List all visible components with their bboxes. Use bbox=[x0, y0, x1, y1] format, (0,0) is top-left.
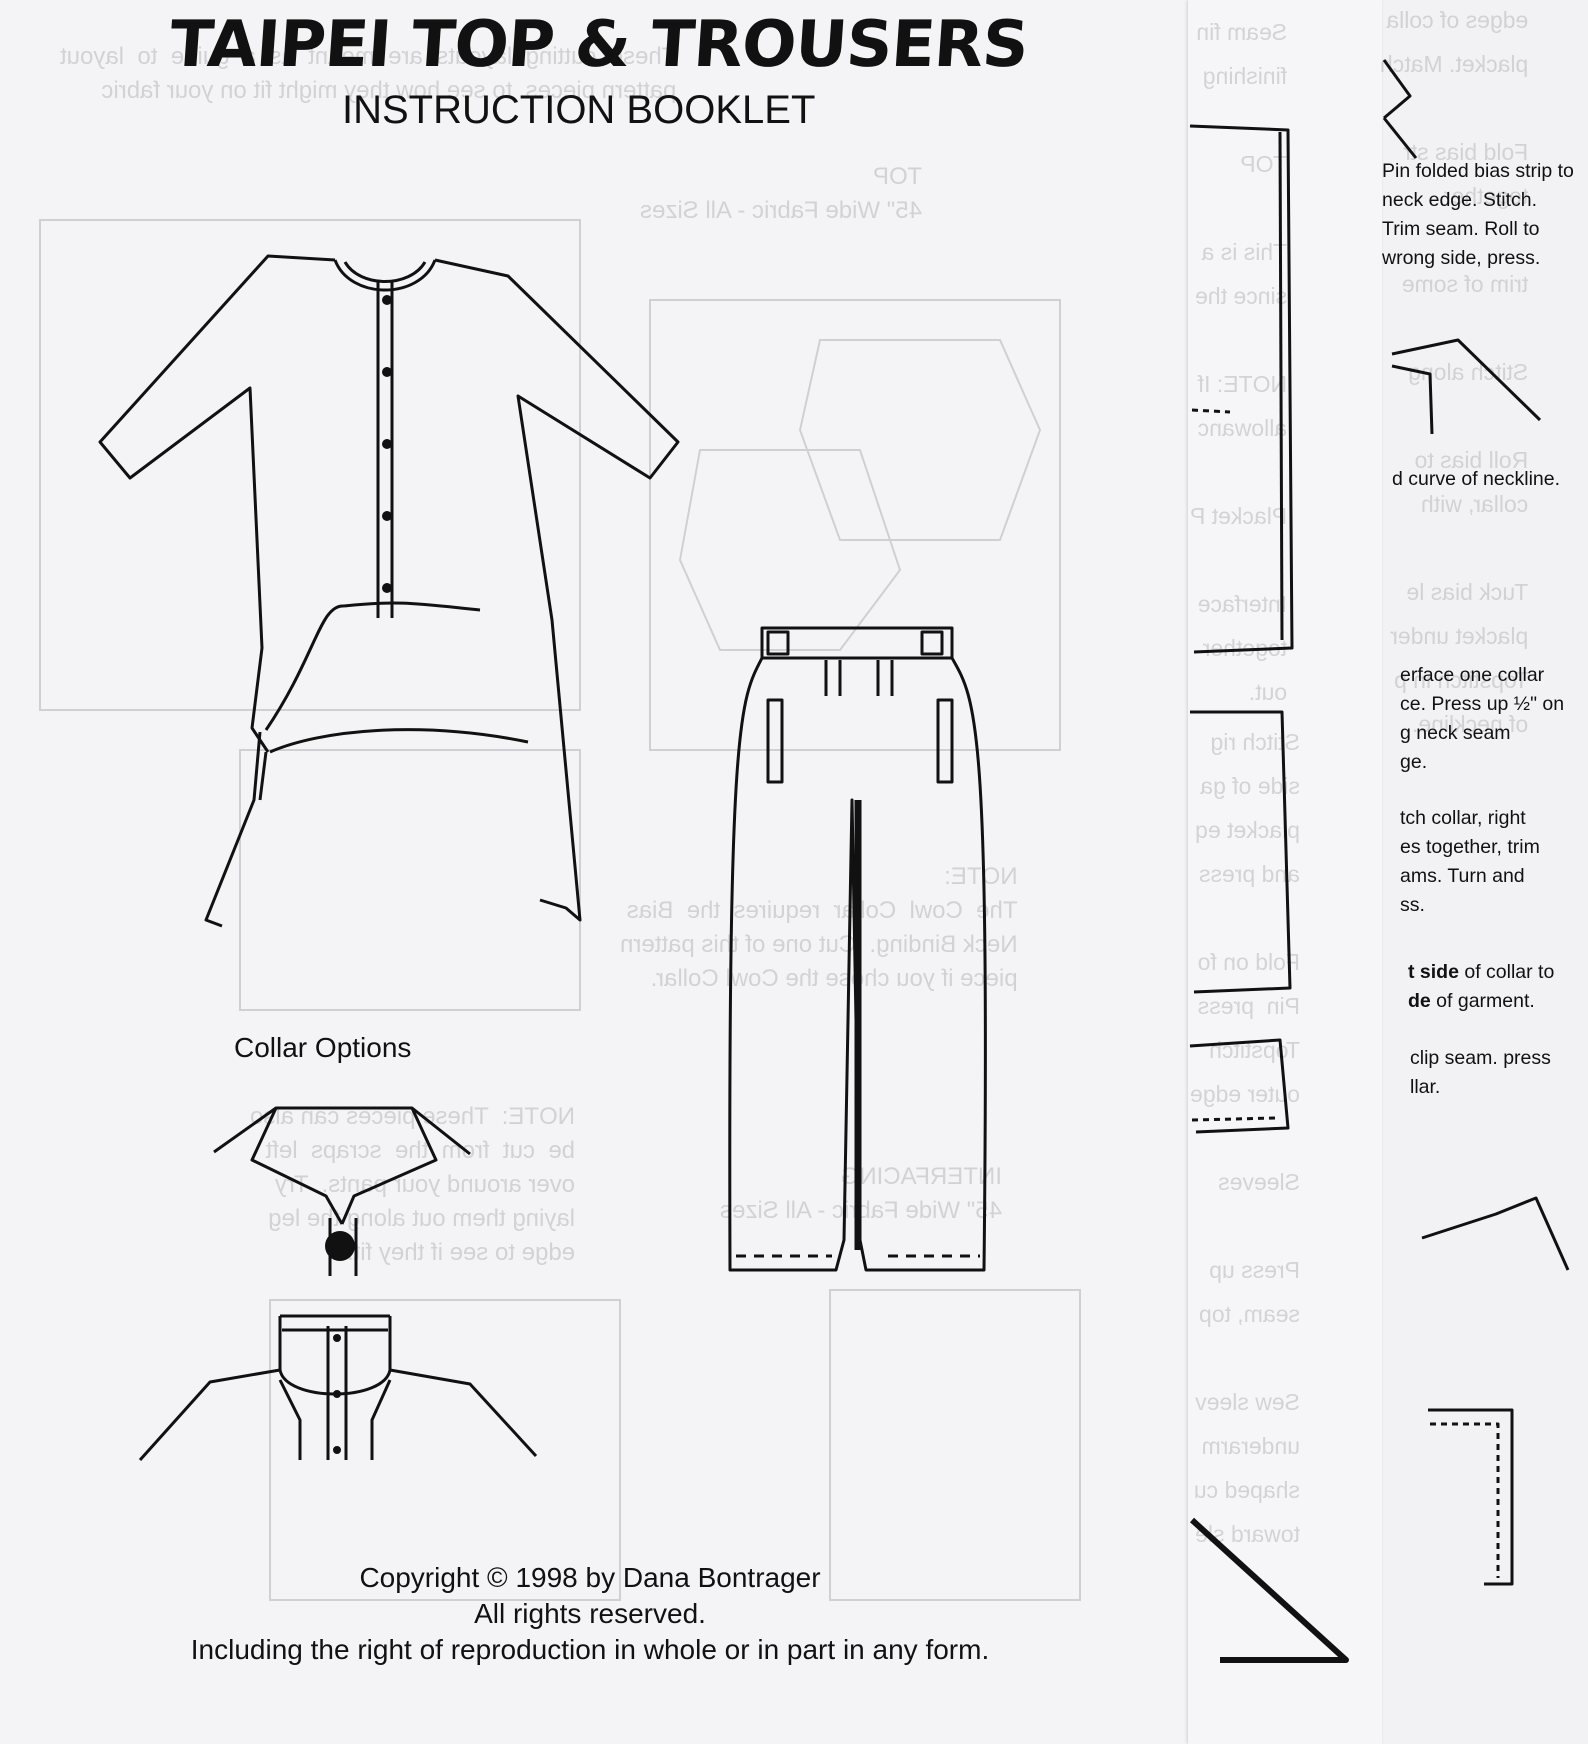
instruction-step-neckline: d curve of neckline. bbox=[1392, 465, 1588, 494]
trousers-drawing bbox=[728, 626, 987, 1272]
instruction-page-edge-2 bbox=[1188, 0, 1382, 1744]
instruction-text: of collar to bbox=[1458, 961, 1555, 983]
instruction-line: de of garment. bbox=[1408, 987, 1588, 1016]
copyright-line: All rights reserved. bbox=[474, 1598, 706, 1629]
copyright-line: Including the right of reproduction in w… bbox=[190, 1634, 990, 1665]
band-collar-button bbox=[333, 1390, 341, 1398]
instruction-line: erface one collar bbox=[1400, 664, 1545, 686]
collar-button bbox=[325, 1231, 355, 1261]
instruction-step-clip-seam: clip seam. press llar. bbox=[1410, 1044, 1588, 1102]
instruction-line: t side of collar to bbox=[1408, 958, 1588, 987]
top-button bbox=[382, 439, 392, 449]
instruction-text: of garment. bbox=[1430, 990, 1535, 1012]
raglan-top-drawing bbox=[98, 254, 680, 928]
instruction-line: llar. bbox=[1410, 1076, 1441, 1098]
copyright-line: Copyright © 1998 by Dana Bontrager bbox=[359, 1562, 821, 1593]
instruction-line: Pin folded bias strip to bbox=[1382, 160, 1574, 182]
instruction-line: ss. bbox=[1400, 894, 1425, 916]
booklet-subtitle: INSTRUCTION BOOKLET bbox=[342, 88, 816, 132]
top-button bbox=[382, 295, 392, 305]
collar-options-label: Collar Options bbox=[234, 1032, 412, 1063]
instruction-step-stitch-collar: tch collar, right es together, trim ams.… bbox=[1400, 804, 1588, 920]
instruction-line: wrong side, press. bbox=[1382, 247, 1541, 269]
instruction-line: neck edge. Stitch. bbox=[1382, 189, 1538, 211]
cover-page bbox=[0, 0, 1380, 1744]
instruction-step-interface-collar: erface one collar ce. Press up ½" on g n… bbox=[1400, 661, 1588, 777]
top-button bbox=[382, 511, 392, 521]
instruction-line: d curve of neckline. bbox=[1392, 468, 1561, 490]
instruction-line: Trim seam. Roll to bbox=[1382, 218, 1540, 240]
instruction-line: es together, trim bbox=[1400, 836, 1540, 858]
top-button bbox=[382, 367, 392, 377]
band-collar-button bbox=[333, 1334, 341, 1342]
instruction-step-bias-strip: Pin folded bias strip to neck edge. Stit… bbox=[1382, 157, 1582, 273]
instruction-line: tch collar, right bbox=[1400, 807, 1526, 829]
instruction-line: ams. Turn and bbox=[1400, 865, 1525, 887]
instruction-bold: de bbox=[1408, 990, 1431, 1012]
instruction-step-attach-collar: t side of collar to de of garment. bbox=[1408, 958, 1588, 1016]
instruction-line: g neck seam bbox=[1400, 722, 1511, 744]
instruction-line: ge. bbox=[1400, 751, 1428, 773]
instruction-line: clip seam. press bbox=[1410, 1047, 1551, 1069]
point-collar-drawing bbox=[213, 1106, 471, 1276]
copyright-notice: Copyright © 1998 by Dana Bontrager All r… bbox=[140, 1560, 1040, 1668]
instruction-page-edge-1 bbox=[1380, 0, 1588, 1744]
band-collar-button bbox=[333, 1446, 341, 1454]
instruction-bold: t side bbox=[1408, 961, 1459, 983]
instruction-line: ce. Press up ½" on bbox=[1400, 693, 1565, 715]
top-button bbox=[382, 583, 392, 593]
